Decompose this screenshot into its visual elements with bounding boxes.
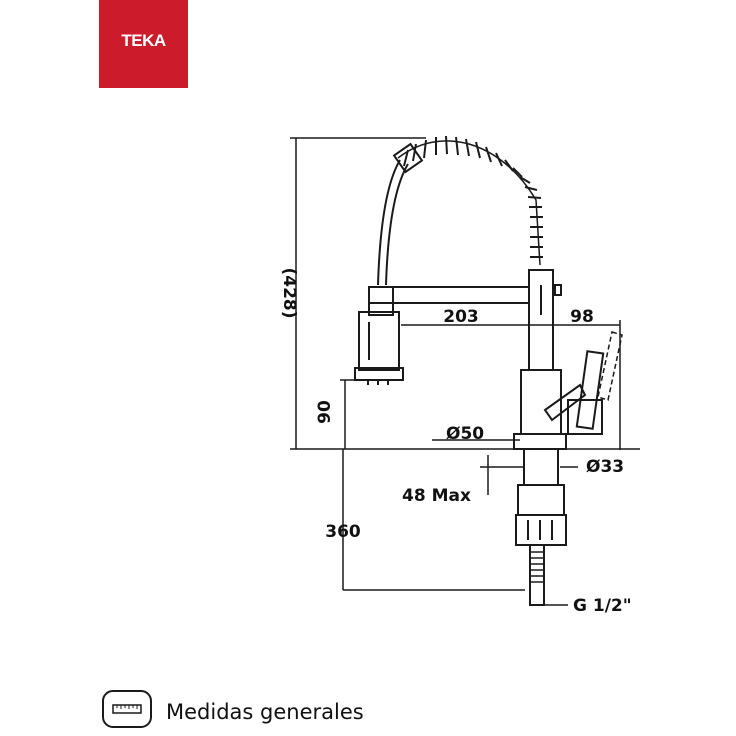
- dim-connection: G 1/2": [573, 596, 632, 616]
- dim-base-diameter: Ø50: [446, 424, 484, 444]
- teka-logo: TEKA: [99, 0, 188, 88]
- dim-spout-reach: 203: [443, 307, 479, 327]
- dim-max-thickness: 48 Max: [402, 486, 471, 506]
- ruler-icon: [102, 690, 152, 728]
- dim-handle-reach: 98: [570, 307, 594, 327]
- footer: Medidas generales: [101, 689, 401, 729]
- brand-name: TEKA: [121, 31, 166, 50]
- dim-total-height: (428): [279, 267, 299, 318]
- dim-shank-diameter: Ø33: [586, 457, 624, 477]
- footer-label: Medidas generales: [166, 700, 364, 724]
- dim-hose-length: 360: [325, 522, 361, 542]
- dim-spout-clearance: 90: [315, 400, 335, 424]
